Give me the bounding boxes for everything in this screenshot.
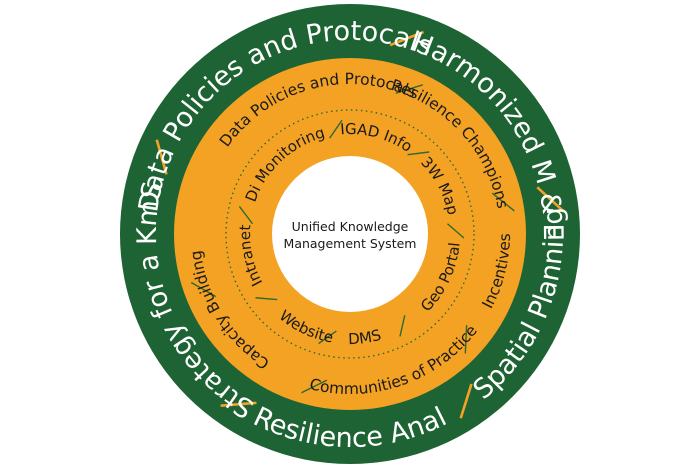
middle-separator-2 — [464, 325, 468, 354]
inner-label-dms: DMS — [348, 326, 383, 348]
middle-separator-4 — [190, 281, 217, 298]
inner-separator-6 — [238, 205, 254, 225]
inner-separator-0 — [329, 119, 343, 139]
middle-ring-separators — [190, 84, 515, 394]
outer-separator-1 — [536, 186, 565, 213]
inner-separator-5 — [255, 297, 278, 301]
middle-separator-3 — [301, 379, 328, 394]
inner-ring-separators — [238, 119, 465, 345]
outer-separator-4 — [155, 139, 168, 175]
outer-ring-separators — [155, 30, 565, 419]
center-circle — [272, 156, 428, 312]
outer-separator-0 — [389, 30, 425, 47]
middle-separator-0 — [395, 84, 423, 94]
center-title-line-2: Management System — [284, 236, 417, 251]
outer-separator-3 — [220, 401, 257, 408]
outer-separator-2 — [459, 383, 473, 419]
middle-separator-1 — [491, 192, 515, 212]
center-title-line-1: Unified Knowledge — [292, 219, 409, 234]
inner-separator-2 — [447, 223, 465, 239]
inner-separator-1 — [407, 151, 430, 156]
inner-separator-4 — [318, 330, 337, 345]
dotted-divider — [225, 109, 475, 359]
inner-separator-3 — [399, 315, 406, 337]
